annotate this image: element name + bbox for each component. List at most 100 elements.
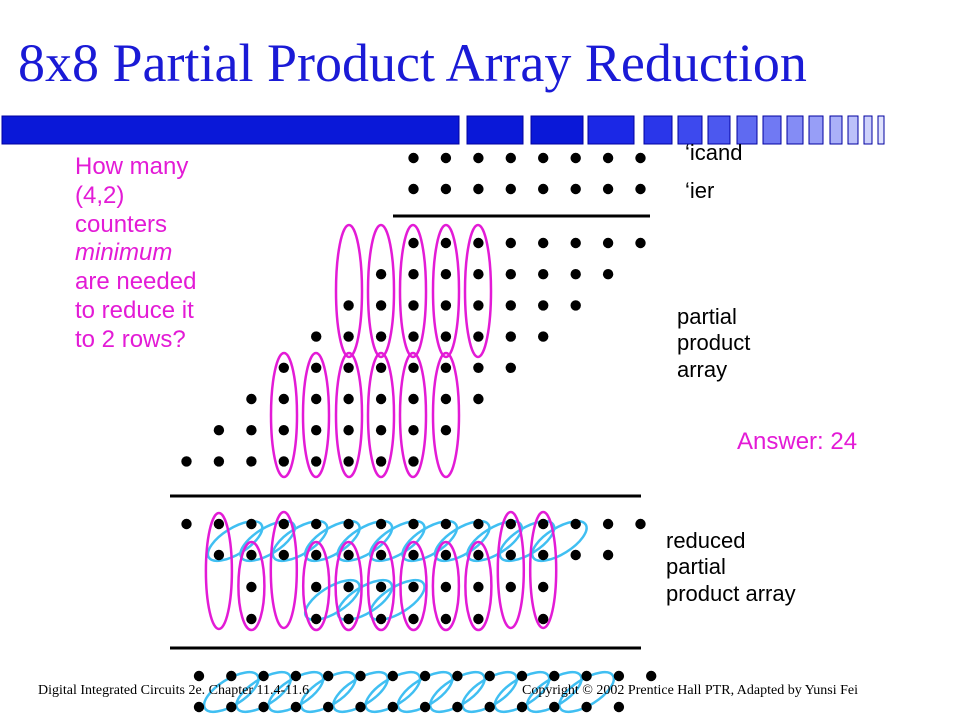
carry-ellipse — [493, 670, 551, 714]
bit-dot — [440, 183, 452, 195]
bit-dot — [505, 237, 516, 249]
bit-dot — [375, 393, 387, 405]
bit-dot — [278, 518, 289, 530]
counter-ellipse — [431, 223, 461, 359]
counter-ellipse — [334, 351, 364, 479]
bit-dot — [343, 518, 354, 530]
bit-dot — [419, 670, 431, 682]
bit-dot — [375, 269, 387, 280]
bit-dot — [408, 456, 419, 467]
bit-dot — [505, 362, 516, 373]
carry-ellipse — [525, 670, 583, 714]
bit-dot — [473, 393, 484, 405]
band-segment — [786, 115, 804, 145]
question-text: How many (4,2) counters minimum are need… — [75, 153, 196, 355]
question-line: are needed — [75, 268, 197, 296]
bit-dot — [505, 518, 516, 530]
bit-dot — [570, 152, 581, 164]
bit-dot — [570, 518, 581, 530]
bit-dot — [311, 456, 322, 467]
bit-dot — [226, 670, 237, 682]
bit-dot — [193, 701, 205, 713]
counter-ellipse — [463, 223, 493, 359]
band-segment — [829, 115, 843, 145]
band-segment — [736, 115, 758, 145]
bit-dot — [311, 331, 322, 342]
bit-dot — [635, 183, 646, 195]
bit-dot — [290, 701, 302, 713]
counter-ellipse — [431, 351, 461, 479]
counter-ellipse — [496, 510, 526, 630]
bit-dot — [408, 183, 419, 195]
bit-dot — [538, 183, 549, 195]
bit-dot — [375, 581, 387, 593]
bit-dot — [473, 518, 484, 530]
band-segment — [707, 115, 731, 145]
counter-ellipse — [399, 540, 428, 632]
bit-dot — [440, 331, 452, 342]
bit-dot — [408, 393, 419, 405]
bit-dot — [440, 300, 452, 311]
label-line: partial — [666, 554, 726, 580]
bit-dot — [473, 581, 484, 593]
counter-ellipse — [269, 351, 299, 479]
band-segment — [643, 115, 673, 145]
counter-ellipse — [301, 351, 331, 479]
bit-dot — [311, 549, 322, 561]
bit-dot — [538, 518, 549, 530]
bit-dot — [419, 701, 431, 713]
bit-dot — [538, 152, 549, 164]
bit-dot — [408, 518, 419, 530]
footer-course: Digital Integrated Circuits 2e. Chapter … — [38, 683, 310, 698]
bit-dot — [311, 518, 322, 530]
bit-dot — [473, 237, 484, 249]
carry-ellipse — [364, 670, 422, 714]
band-segment — [466, 115, 524, 145]
counter-ellipse — [366, 223, 396, 359]
band-segment — [587, 115, 635, 145]
bit-dot — [570, 237, 581, 249]
carry-ellipse — [202, 670, 260, 714]
bit-dot — [278, 549, 289, 561]
carry-ellipse — [267, 670, 325, 714]
bit-dot — [505, 269, 516, 280]
bit-dot — [408, 300, 419, 311]
bit-dot — [452, 670, 463, 682]
bit-dot — [408, 581, 419, 593]
question-line: (4,2) — [75, 181, 125, 209]
bit-dot — [387, 701, 398, 713]
bit-dot — [213, 549, 225, 561]
multiplicand-label: ‘icand — [685, 140, 743, 165]
bit-dot — [278, 425, 289, 436]
counter-ellipse — [269, 510, 299, 630]
question-line: to reduce it — [75, 296, 194, 324]
bit-dot — [323, 670, 334, 682]
bit-dot — [570, 269, 581, 280]
title-underline-bar — [1, 115, 885, 145]
bit-dot — [193, 670, 205, 682]
bit-dot — [635, 237, 646, 249]
bit-dot — [343, 362, 354, 373]
bit-dot — [602, 549, 614, 561]
bit-dot — [311, 362, 322, 373]
bit-dot — [375, 456, 387, 467]
counter-ellipse — [431, 540, 461, 632]
bit-dot — [473, 362, 484, 373]
bit-dot — [408, 237, 419, 249]
carry-ellipse — [235, 670, 293, 714]
bit-dots — [181, 152, 657, 713]
bit-dot — [581, 670, 592, 682]
bit-dot — [549, 670, 560, 682]
bit-dot — [570, 300, 581, 311]
bit-dot — [440, 581, 452, 593]
answer-text: Answer: 24 — [737, 428, 858, 455]
bit-dot — [505, 549, 516, 561]
bit-dot — [440, 613, 452, 625]
counter-ellipse — [334, 540, 363, 632]
question-line: counters — [75, 210, 168, 238]
bit-dot — [408, 613, 419, 625]
bit-dot — [343, 393, 354, 405]
bit-dot — [602, 237, 614, 249]
bit-dot — [635, 518, 646, 530]
bit-dot — [343, 581, 354, 593]
